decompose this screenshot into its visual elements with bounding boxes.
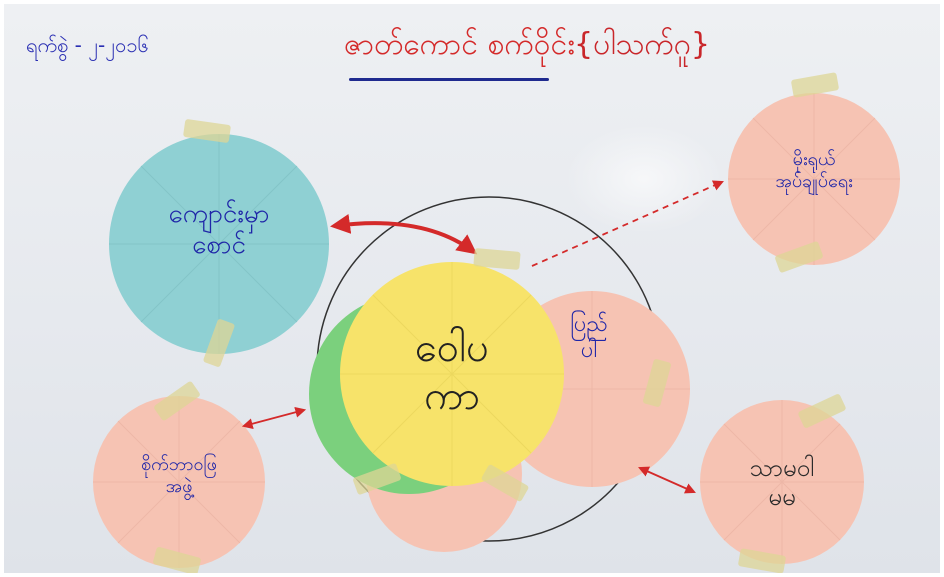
date-label: ရက်စွဲ - ၂-၂၀၁၆ (26, 33, 149, 57)
circle-bottom-left (93, 396, 265, 568)
circle-label-bottom-right: သာမဝါ မမ (749, 454, 815, 511)
connector-center-top-right (531, 180, 724, 267)
poster-title: ဇာတ်ကောင် စက်ဝိုင်း (344, 27, 575, 62)
diagram-canvas (93, 93, 900, 568)
connector-bottom-left-center (241, 407, 307, 429)
connector-teal-center (330, 213, 478, 255)
circle-top-left (109, 134, 329, 354)
circle-label-bottom-left: စိုက်ဘာဝဖြ အဖွဲ့ (141, 454, 217, 497)
title-underline (349, 78, 549, 81)
circle-top-right (728, 93, 900, 265)
connector-center-bottom-right (638, 466, 696, 494)
circle-label-top-right: မိုးရုယ် အုပ်ချုပ်ရေး (775, 149, 853, 192)
circle-label-center: ဝေါပ ကာ (415, 325, 489, 419)
circle-label-middle-right: ပြည် ပါ (570, 312, 608, 364)
poster-title-note: {ပါသက်ဂူ} (574, 27, 710, 62)
circle-center (340, 262, 564, 486)
circle-bottom-right (700, 400, 864, 564)
circle-label-top-left: ကျောင်းမှာ စောင် (168, 199, 270, 261)
poster-board: ရက်စွဲ - ၂-၂၀၁၆ ဇာတ်ကောင် စက်ဝိုင်း {ပါသ… (4, 4, 940, 573)
